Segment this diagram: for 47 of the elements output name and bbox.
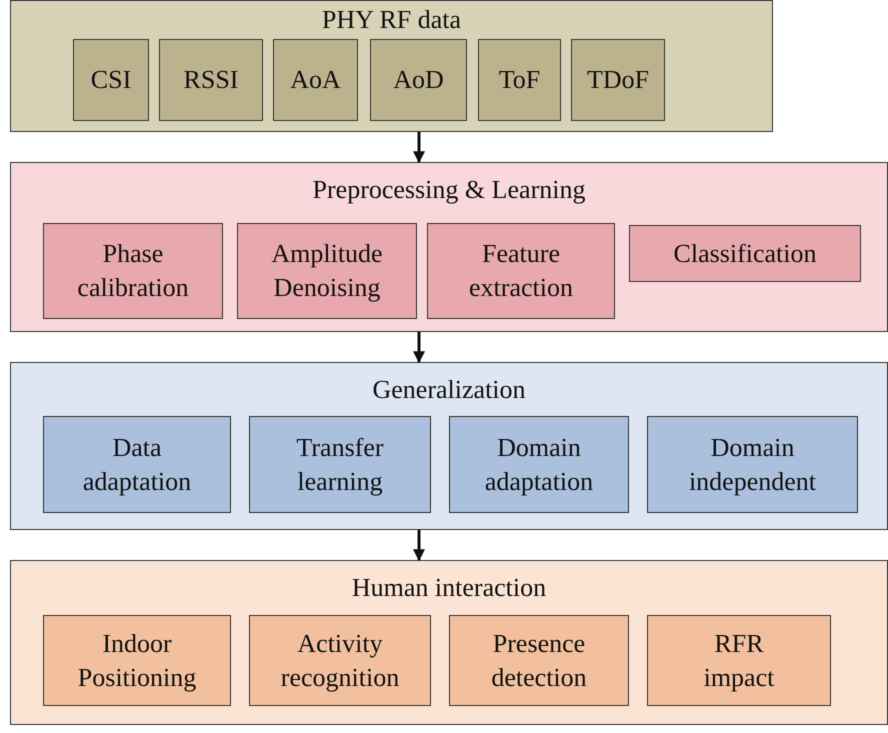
- arrow: [413, 530, 425, 562]
- process-box: [449, 615, 629, 706]
- box-label: TDoF: [586, 64, 650, 96]
- group-panel: [10, 162, 888, 332]
- box-label: AoD: [392, 64, 445, 96]
- box-label: Indoor Positioning: [76, 628, 198, 694]
- process-box: [249, 416, 431, 513]
- box-label: RSSI: [182, 64, 240, 96]
- box-label: Phase calibration: [76, 238, 190, 304]
- box-label: Amplitude Denoising: [270, 238, 384, 304]
- box-label: Presence detection: [490, 628, 588, 694]
- process-box: [647, 416, 858, 513]
- box-label: CSI: [90, 64, 132, 96]
- box-label: Data adaptation: [82, 432, 192, 498]
- process-box: [159, 39, 263, 121]
- process-box: [43, 416, 231, 513]
- arrow: [413, 332, 425, 364]
- panel-title: Generalization: [371, 374, 527, 406]
- process-box: [249, 615, 431, 706]
- process-box: [478, 39, 561, 121]
- panel-title: Human interaction: [350, 572, 548, 604]
- panel-title: Preprocessing & Learning: [312, 174, 586, 206]
- box-label: Classification: [672, 238, 818, 270]
- process-box: [647, 615, 831, 706]
- box-label: Domain adaptation: [484, 432, 594, 498]
- process-box: [43, 223, 223, 319]
- process-box: [571, 39, 665, 121]
- process-box: [427, 223, 615, 319]
- process-box: [73, 39, 149, 121]
- process-box: [449, 416, 629, 513]
- group-panel: [10, 0, 773, 132]
- process-box: [629, 225, 861, 282]
- process-box: [273, 39, 358, 121]
- panel-title: PHY RF data: [320, 4, 462, 36]
- box-label: Activity recognition: [280, 628, 400, 694]
- box-label: AoA: [289, 64, 342, 96]
- arrow: [413, 132, 425, 164]
- process-box: [237, 223, 417, 319]
- box-label: Transfer learning: [295, 432, 385, 498]
- box-label: Feature extraction: [468, 238, 574, 304]
- group-panel: [10, 362, 888, 530]
- box-label: Domain independent: [688, 432, 818, 498]
- process-box: [370, 39, 467, 121]
- process-box: [43, 615, 231, 706]
- box-label: ToF: [498, 64, 542, 96]
- group-panel: [10, 560, 888, 725]
- box-label: RFR impact: [702, 628, 776, 694]
